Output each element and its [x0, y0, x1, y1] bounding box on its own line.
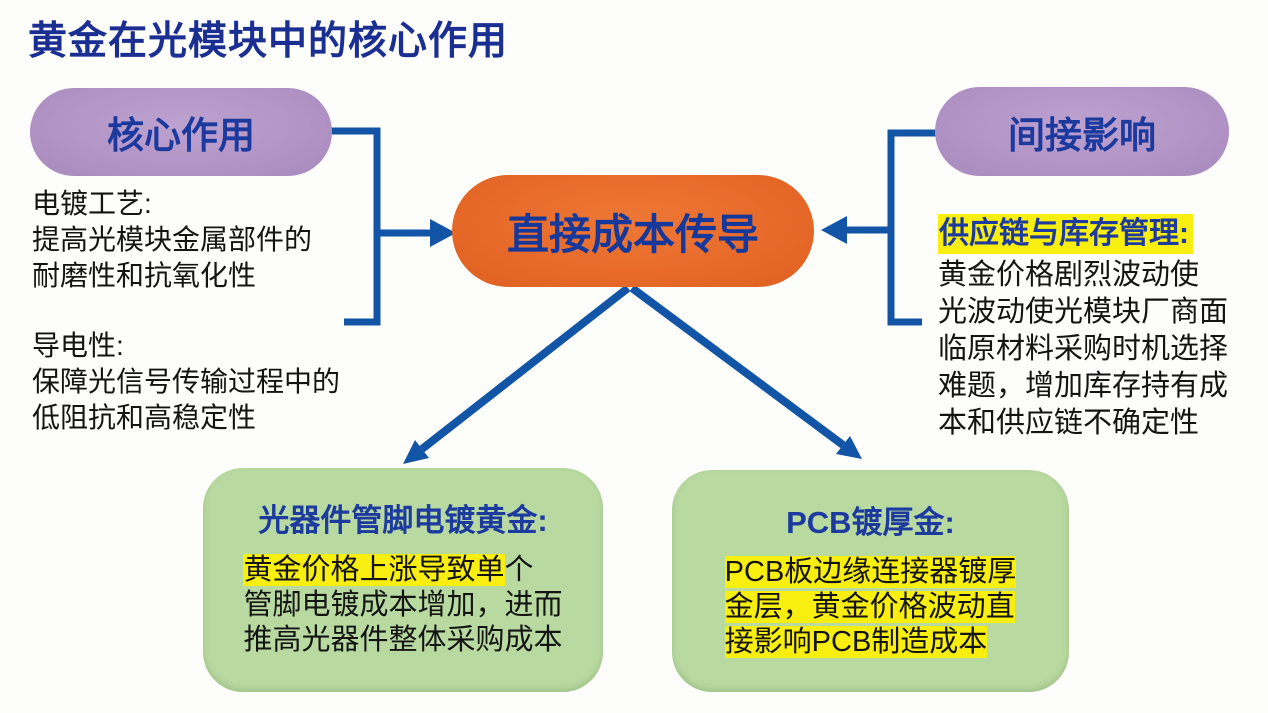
diagonal-left-arrow-head-icon [403, 440, 429, 464]
paragraph-gap [32, 294, 340, 328]
text-line: 临原材料采购时机选择 [938, 333, 1229, 365]
highlighted-text: 黄金价格上涨导致单 [243, 554, 505, 586]
green-right-body: PCB板边缘连接器镀厚 金层，黄金价格波动直 接影响PCB制造成本 [724, 555, 1017, 660]
node-pcb-thick-gold-plating: PCB镀厚金: PCB板边缘连接器镀厚 金层，黄金价格波动直 接影响PCB制造成… [672, 470, 1069, 692]
right-arrow-head-icon [821, 216, 847, 244]
text-line: PCB板边缘连接器镀厚 [724, 555, 1017, 590]
supply-chain-heading: 供应链与库存管理: [938, 214, 1193, 254]
node-direct-cost-transmission: 直接成本传导 [452, 175, 814, 287]
text-line: 推高光器件整体采购成本 [243, 624, 563, 656]
text-line: 黄金价格上涨导致单个 [243, 553, 562, 588]
diagonal-left-arrow-line [419, 284, 631, 453]
right-bracket-connector [887, 129, 936, 326]
text-line: 耐磨性和抗氧化性 [32, 260, 257, 291]
green-left-body: 黄金价格上涨导致单个 管脚电镀成本增加，进而 推高光器件整体采购成本 [243, 553, 563, 658]
text-line: 低阻抗和高稳定性 [32, 402, 257, 433]
node-direct-cost-label: 直接成本传导 [506, 210, 759, 258]
node-core-role-label: 核心作用 [107, 115, 255, 156]
node-optical-component-pins: 光器件管脚电镀黄金: 黄金价格上涨导致单个 管脚电镀成本增加，进而 推高光器件整… [203, 468, 603, 692]
highlighted-text: 接影响PCB制造成本 [724, 626, 988, 658]
indirect-impact-details: 供应链与库存管理: 黄金价格剧烈波动使 光波动使光模块厂商面 临原材料采购时机选… [938, 214, 1228, 442]
diagonal-right-arrow-head-icon [836, 436, 862, 459]
green-right-heading: PCB镀厚金: [786, 505, 955, 540]
text-line: 保障光信号传输过程中的 [32, 366, 341, 397]
node-indirect-impact: 间接影响 [935, 87, 1229, 176]
text-line: 接影响PCB制造成本 [724, 625, 1017, 660]
text-line: 提高光模块金属部件的 [32, 224, 313, 255]
text-line: 本和供应链不确定性 [938, 407, 1200, 439]
node-indirect-impact-label: 间接影响 [1008, 114, 1156, 156]
diagonal-right-arrow-line [629, 284, 846, 449]
green-left-heading: 光器件管脚电镀黄金: [258, 503, 548, 538]
text-line: 金层，黄金价格波动直 [724, 590, 1017, 625]
text-line: 管脚电镀成本增加，进而 [243, 589, 563, 621]
text-fragment: 个 [504, 554, 534, 586]
page-title: 黄金在光模块中的核心作用 [28, 20, 509, 63]
text-line: 光波动使光模块厂商面 [938, 296, 1229, 328]
text-line: 电镀工艺: [32, 188, 152, 219]
node-core-role: 核心作用 [30, 88, 332, 176]
text-line: 难题，增加库存持有成 [938, 370, 1229, 402]
text-line: 导电性: [32, 330, 124, 361]
highlighted-text: PCB板边缘连接器镀厚 [724, 556, 1017, 588]
highlighted-text: 金层，黄金价格波动直 [724, 591, 1015, 623]
core-role-details: 电镀工艺: 提高光模块金属部件的 耐磨性和抗氧化性 导电性: 保障光信号传输过程… [32, 186, 340, 436]
text-line: 黄金价格剧烈波动使 [938, 259, 1200, 291]
